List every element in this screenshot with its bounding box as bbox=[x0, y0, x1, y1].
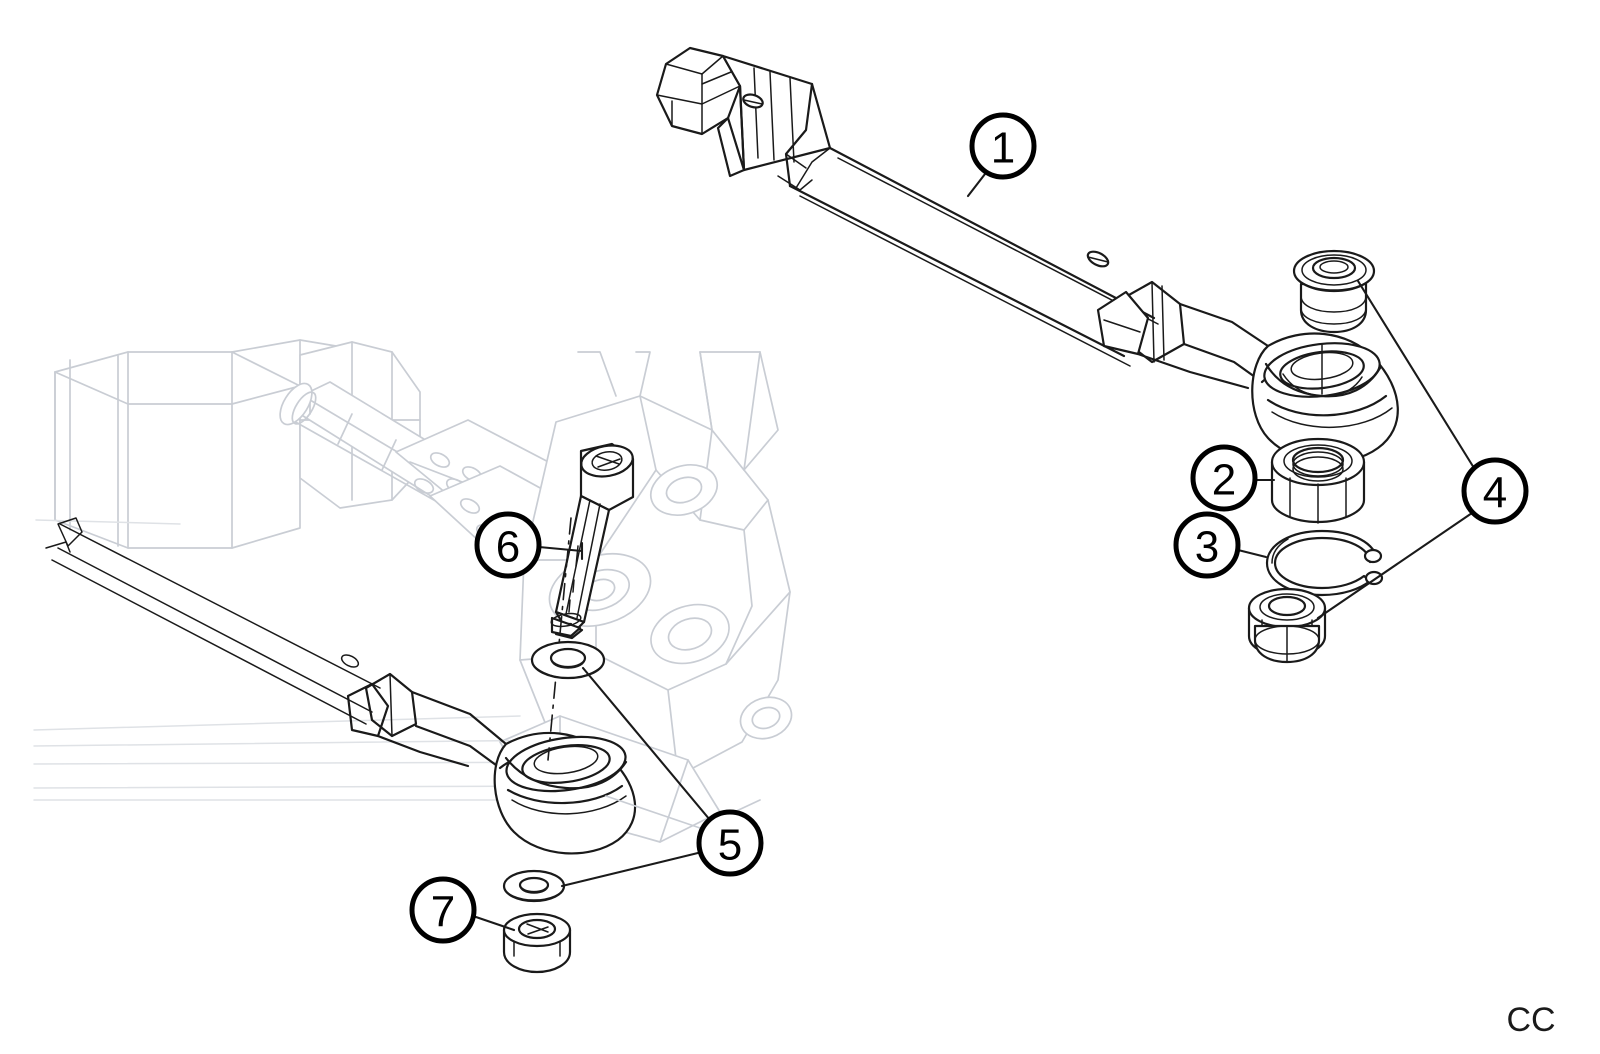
callout-label-5: 5 bbox=[718, 821, 742, 870]
part-flat-washer-lower bbox=[502, 869, 566, 903]
lower-tie-rod-assembly bbox=[45, 517, 761, 855]
part-flanged-bushing bbox=[502, 912, 572, 974]
part-dust-boot-upper bbox=[1292, 249, 1376, 334]
callout-label-7: 7 bbox=[431, 888, 455, 937]
callout-label-3: 3 bbox=[1195, 523, 1219, 572]
callout-balloon-5[interactable]: 5 bbox=[696, 809, 764, 877]
callout-balloon-3[interactable]: 3 bbox=[1173, 511, 1241, 579]
callout-balloon-2[interactable]: 2 bbox=[1190, 444, 1258, 512]
corner-mark-label: CC bbox=[1506, 1001, 1555, 1039]
part-castle-nut bbox=[1270, 437, 1366, 524]
callout-balloon-6[interactable]: 6 bbox=[474, 511, 542, 579]
callout-balloon-4[interactable]: 4 bbox=[1461, 457, 1529, 525]
part-drag-link-assembly bbox=[655, 46, 1399, 464]
part-snap-ring bbox=[1265, 529, 1384, 597]
callout-label-2: 2 bbox=[1212, 456, 1236, 505]
callout-label-4: 4 bbox=[1483, 469, 1507, 518]
callout-balloon-7[interactable]: 7 bbox=[409, 876, 477, 944]
leader-lines bbox=[471, 172, 1476, 932]
part-dust-boot-lower bbox=[1247, 587, 1327, 664]
callout-label-6: 6 bbox=[496, 523, 520, 572]
part-flat-washer-upper bbox=[530, 640, 606, 680]
callout-label-1: 1 bbox=[991, 124, 1015, 173]
callout-balloon-1[interactable]: 1 bbox=[969, 112, 1037, 180]
ghost-background-assembly bbox=[33, 339, 793, 843]
